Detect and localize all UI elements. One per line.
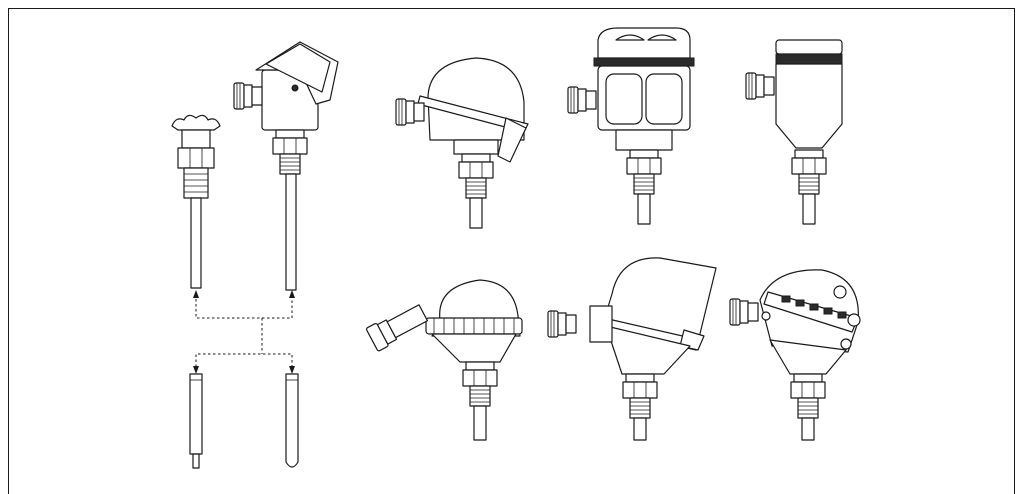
probe-tip-reduced: [189, 373, 203, 469]
terminal-head-tilted-ribbed: [366, 279, 523, 441]
insert-with-terminal-block: [171, 114, 221, 289]
field-housing-cylinder: [745, 39, 843, 225]
terminal-head-tilted-large: [547, 257, 717, 441]
terminal-head-dome: [395, 57, 529, 229]
probe-tip-straight: [285, 373, 299, 468]
figure-border: [8, 8, 1015, 494]
connector-lines: [193, 290, 295, 374]
terminal-head-display: [729, 269, 861, 441]
terminal-head-flip-lid: [233, 41, 339, 291]
field-housing-twin: [567, 27, 695, 225]
